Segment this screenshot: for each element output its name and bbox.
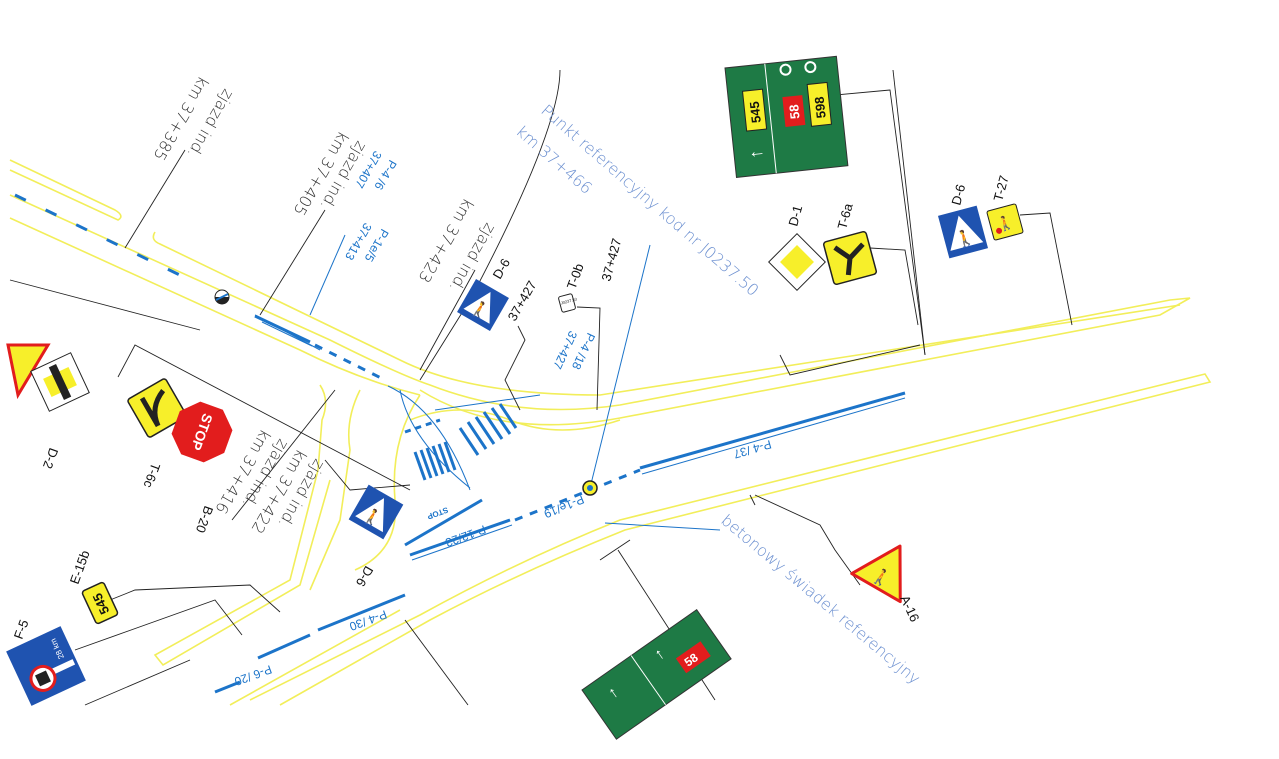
marking-code: P-12/23 — [443, 522, 488, 550]
sign-code: D-6 — [353, 564, 376, 590]
sign-e15b-route: 545 — [81, 581, 119, 625]
sign-f5: 28 km — [6, 626, 86, 706]
pedestrian-crossing — [413, 403, 518, 481]
sign-code: T-6c — [140, 461, 163, 490]
sign-d2 — [30, 352, 90, 412]
leader-lines — [9, 69, 1073, 706]
sign-code: A-16 — [897, 593, 922, 624]
route-number: 545 — [747, 101, 764, 124]
sign-km: 37+427 — [598, 237, 624, 283]
sign-code: D-6 — [948, 183, 968, 207]
lane-markings — [14, 193, 906, 694]
reference-point-marker — [582, 480, 598, 496]
sign-code: E-15b — [67, 548, 93, 586]
sign-code: F-5 — [11, 618, 32, 641]
sign-code: D-1 — [785, 204, 805, 228]
road-edges — [9, 159, 1212, 706]
pedestrian-icon: 🚶 — [953, 227, 977, 251]
sign-code: T-27 — [990, 174, 1011, 203]
sign-t0b: J0237.50 — [558, 293, 578, 313]
sign-d6-lower: 🚶 — [348, 484, 404, 540]
sign-b20-stop: STOP — [171, 401, 233, 463]
arrow-left-icon: ← — [747, 140, 767, 162]
sign-code: T-0b — [564, 261, 587, 291]
sign-t27: 🚶 — [986, 203, 1024, 241]
route-number: 598 — [812, 96, 829, 119]
t0b-plate-text: J0237.50 — [560, 296, 578, 305]
survey-marker — [214, 289, 230, 305]
sign-t6c — [127, 378, 187, 438]
guide-sign-top: 545 58 598 ← — [724, 55, 849, 178]
stop-road-marking: STOP — [425, 505, 449, 521]
marking-code: P-1e/19 — [542, 492, 587, 521]
sign-d1-priority-road — [768, 233, 826, 291]
sign-t6a — [822, 230, 878, 286]
sign-a16-pedestrians: 🚶 — [850, 544, 902, 604]
sign-km: 37+427 — [505, 278, 540, 323]
sign-d6-right: 🚶 — [937, 205, 989, 259]
sign-d6-pedestrian-crossing: 🚶 — [457, 279, 509, 331]
sign-code: D-2 — [40, 446, 61, 471]
route-number: 58 — [786, 104, 802, 120]
sign-code: T-6a — [834, 201, 855, 231]
sign-code: D-6 — [490, 256, 513, 282]
witness-label: betonowy świadek referencyjny — [717, 511, 924, 689]
sign-code: B-20 — [193, 504, 216, 535]
guide-sign-bottom: ↑ ↑ 58 — [581, 609, 732, 740]
